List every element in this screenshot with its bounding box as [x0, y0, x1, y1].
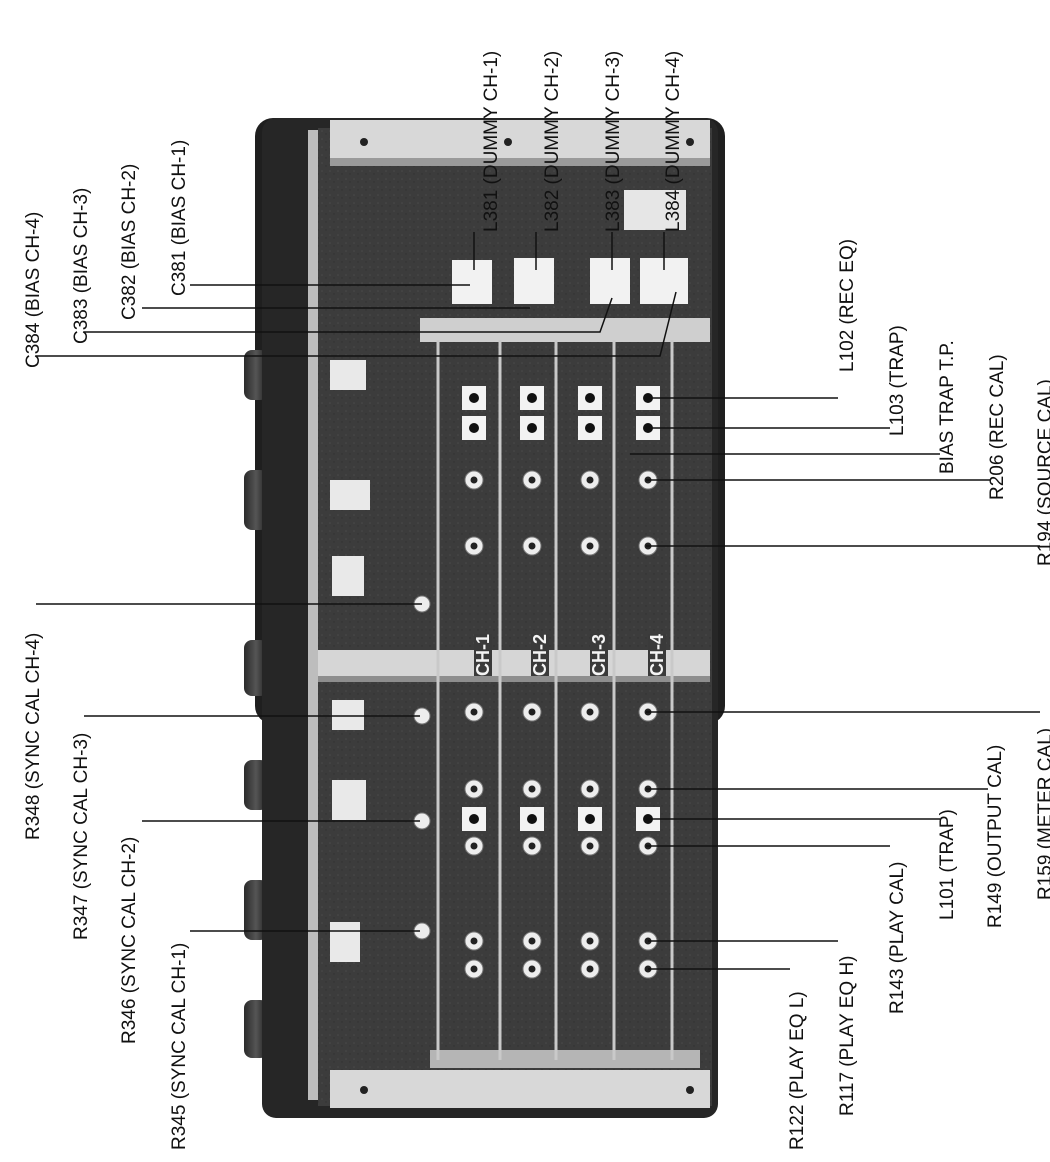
channel-label-ch1: CH-1: [473, 633, 493, 676]
coil-core: [527, 423, 537, 433]
coil-core: [643, 423, 653, 433]
trimmer-slot: [528, 965, 536, 973]
trimmer-slot: [528, 937, 536, 945]
trimmer-slot: [470, 708, 478, 716]
callout-c383: C383 (BIAS CH-3): [71, 187, 92, 344]
top-bracket: [330, 120, 710, 164]
channel-label-ch3: CH-3: [589, 633, 609, 676]
trimmer-slot: [470, 965, 478, 973]
coil-core: [643, 393, 653, 403]
callout-l103: L103 (TRAP): [887, 325, 908, 436]
coil-core: [469, 393, 479, 403]
callout-r347: R347 (SYNC CAL CH-3): [71, 732, 92, 940]
trimmer-slot: [470, 842, 478, 850]
callout-r206: R206 (REC CAL): [987, 354, 1008, 500]
left-components: [330, 360, 370, 962]
trimmer-slot: [586, 476, 594, 484]
callout-c381: C381 (BIAS CH-1): [169, 139, 190, 296]
coil-core: [527, 393, 537, 403]
trimmer-slot: [586, 542, 594, 550]
callout-l384: L384 (DUMMY CH-4): [663, 50, 684, 232]
trimmer-slot: [528, 542, 536, 550]
coil-core: [469, 814, 479, 824]
callout-c384: C384 (BIAS CH-4): [23, 211, 44, 368]
trimmer-slot: [528, 708, 536, 716]
trimmer-slot: [528, 476, 536, 484]
callout-bias-trap-tp: BIAS TRAP T.P.: [937, 340, 958, 474]
bottom-bracket: [330, 1070, 710, 1108]
callout-r348: R348 (SYNC CAL CH-4): [23, 632, 44, 840]
callout-r143: R143 (PLAY CAL): [887, 861, 908, 1014]
trimmer-potentiometers: [413, 386, 660, 979]
callout-r117: R117 (PLAY EQ H): [837, 955, 858, 1116]
callout-r194: R194 (SOURCE CAL): [1035, 379, 1050, 566]
dummy-load-boxes: [452, 190, 688, 304]
callout-r122: R122 (PLAY EQ L): [787, 991, 808, 1150]
center-crossbar: [318, 650, 710, 678]
callout-r346: R346 (SYNC CAL CH-2): [119, 836, 140, 1044]
channel-label-ch4: CH-4: [647, 633, 667, 676]
trimmer-slot: [586, 937, 594, 945]
coil-core: [585, 393, 595, 403]
trimmer-slot: [586, 708, 594, 716]
pcb-rails: [436, 340, 674, 1060]
trimmer-slot: [470, 476, 478, 484]
trimmer-slot: [470, 542, 478, 550]
trimmer-slot: [528, 842, 536, 850]
callout-l383: L383 (DUMMY CH-3): [603, 50, 624, 232]
trimmer-slot: [470, 785, 478, 793]
callout-r149: R149 (OUTPUT CAL): [985, 744, 1006, 928]
trimmer-slot: [586, 842, 594, 850]
callout-r345: R345 (SYNC CAL CH-1): [169, 942, 190, 1150]
coil-core: [585, 814, 595, 824]
trimmer-slot: [470, 937, 478, 945]
callout-l101: L101 (TRAP): [937, 809, 958, 920]
callout-l382: L382 (DUMMY CH-2): [542, 50, 563, 232]
coil-core: [469, 423, 479, 433]
coil-core: [527, 814, 537, 824]
trimmer-slot: [586, 785, 594, 793]
callout-l381: L381 (DUMMY CH-1): [481, 50, 502, 232]
trimmer-slot: [528, 785, 536, 793]
callout-c382: C382 (BIAS CH-2): [119, 163, 140, 320]
callout-l102: L102 (REC EQ): [837, 238, 858, 372]
channel-label-ch2: CH-2: [530, 633, 550, 676]
coil-core: [585, 423, 595, 433]
trimmer-slot: [586, 965, 594, 973]
callout-r159: R159 (METER CAL): [1035, 727, 1050, 900]
